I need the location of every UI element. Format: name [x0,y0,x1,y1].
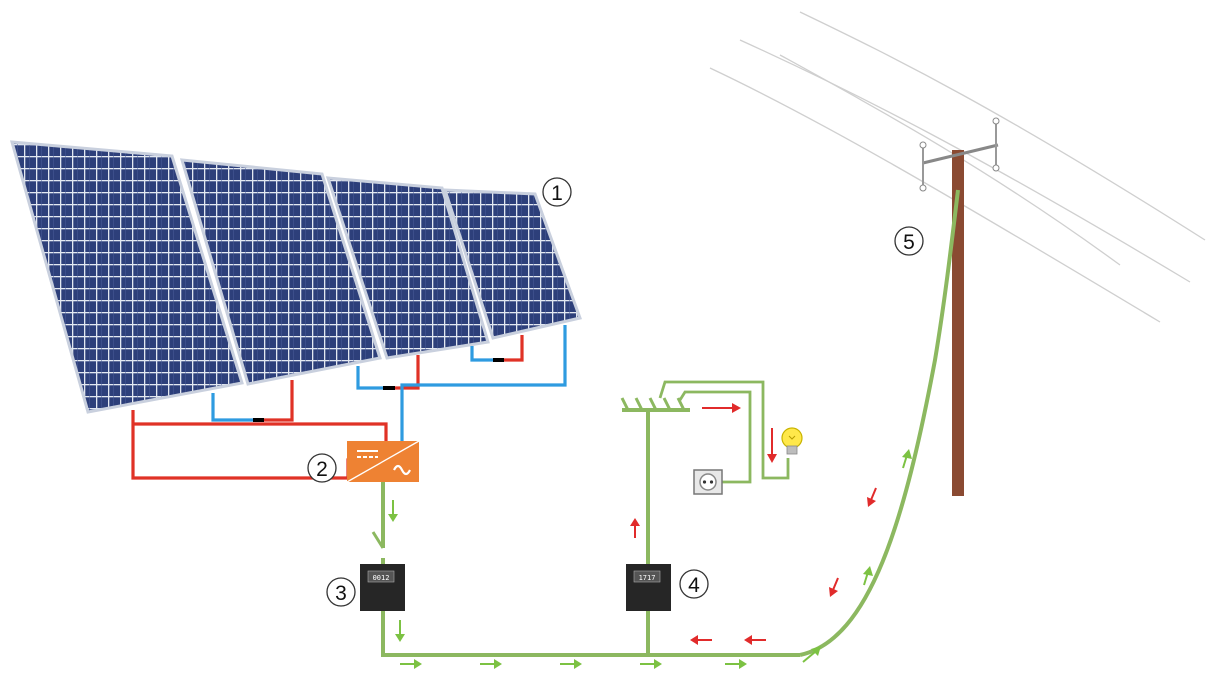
callout-5: 5 [894,226,924,256]
callout-3: 3 [326,577,356,607]
callout-4: 4 [679,569,709,599]
ac-wiring [371,189,960,657]
arrow-icon [560,659,582,669]
arrow-icon [725,659,747,669]
distribution-panel-icon [620,397,686,411]
callout-5-number: 5 [903,231,915,254]
solar-panel-2 [179,158,382,386]
consumption-meter-readout: 1717 [639,574,656,582]
callout-1: 1 [542,177,572,207]
solar-panel-4 [442,188,582,340]
overhead-power-lines [709,11,1206,323]
arrow-icon [863,566,873,586]
arrow-icon [902,449,912,469]
utility-pole-icon [919,117,1000,496]
export-flow-arrows [388,449,912,669]
arrow-icon [802,646,821,663]
power-outlet-icon [693,469,723,495]
light-bulb-icon [781,427,803,455]
production-meter-readout: 0012 [373,574,390,582]
arrow-icon [388,500,398,522]
solar-panel-1 [9,140,244,414]
arrow-icon [744,635,766,645]
solar-panel-3 [325,176,490,360]
arrow-icon [702,403,741,413]
import-flow-arrows [630,403,877,645]
callout-1-number: 1 [551,182,563,205]
arrow-icon [395,620,405,642]
solar-panel-icon [9,140,582,414]
callout-4-number: 4 [688,574,700,597]
arrow-icon [690,635,712,645]
production-meter: 0012 [360,564,405,611]
arrow-icon [400,659,422,669]
consumption-meter: 1717 [626,564,671,611]
inverter-icon [346,440,420,483]
electric-meter-icon: 0012 1717 [360,564,671,611]
arrow-icon [640,659,662,669]
arrow-icon [480,659,502,669]
arrow-icon [630,518,640,538]
arrow-icon [767,428,777,463]
callout-2-number: 2 [316,458,328,481]
callout-2: 2 [307,453,337,483]
arrow-icon [867,487,877,507]
arrow-icon [829,577,839,597]
callout-3-number: 3 [335,582,347,605]
